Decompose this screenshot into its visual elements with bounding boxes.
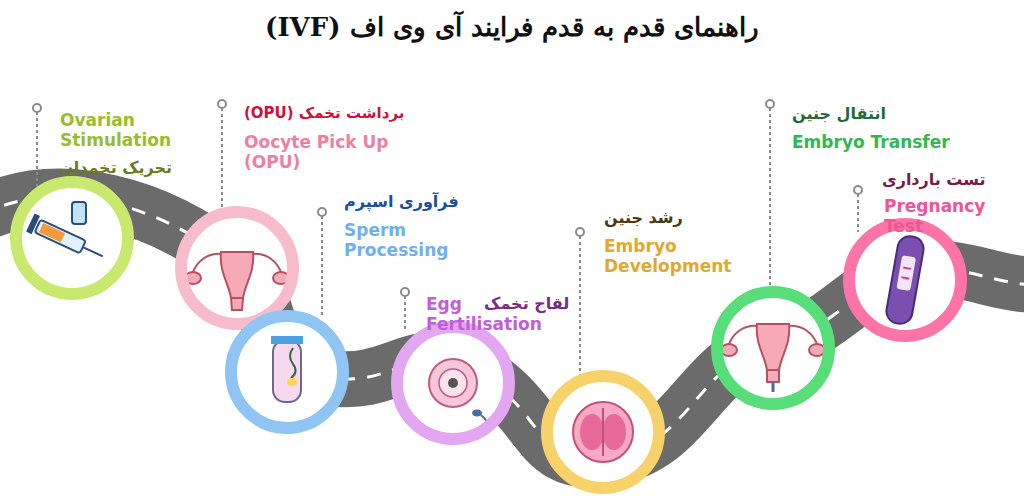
test-tube-icon xyxy=(271,336,303,402)
step-label-en: Sperm Processing xyxy=(344,220,494,261)
step-label-fa: لقاح تخمک xyxy=(484,294,569,313)
step-label-en: Oocyte Pick Up (OPU) xyxy=(244,132,434,173)
egg-sperm-icon xyxy=(429,359,487,429)
step-circle: Egg Fertilisationلقاح تخمک xyxy=(391,321,515,445)
step-label-en: Embryo Development xyxy=(604,236,754,277)
step-circle: Ovarian Stimulationتحریک تخمدان xyxy=(10,176,134,300)
step-circle: فرآوری اسپرمSperm Processing xyxy=(225,310,349,434)
uterus-transfer-icon xyxy=(721,324,825,392)
road-marking xyxy=(0,197,1024,460)
step-label-fa: رشد جنین xyxy=(604,208,683,227)
embryo-icon xyxy=(573,402,633,462)
step-circle: تست بارداریPregnancy Test xyxy=(843,218,967,342)
step-label-fa: تحریک تخمدان xyxy=(60,158,172,177)
step-label-en: Ovarian Stimulation xyxy=(60,110,210,151)
step-circle: رشد جنینEmbryo Development xyxy=(541,370,665,494)
step-label-en: Embryo Transfer xyxy=(792,132,950,152)
uterus-icon xyxy=(185,252,289,310)
step-label-fa: برداشت تخمک (OPU) xyxy=(244,104,404,122)
step-label-fa: تست بارداری xyxy=(882,170,986,189)
step-circle: انتقال جنینEmbryo Transfer xyxy=(711,286,835,410)
pregnancy-test-icon xyxy=(885,234,926,325)
syringe-icon xyxy=(26,184,121,265)
circle-fills xyxy=(16,182,961,488)
step-label-fa: فرآوری اسپرم xyxy=(344,192,459,211)
road xyxy=(0,197,1024,460)
step-label-fa: انتقال جنین xyxy=(792,104,886,123)
diagram-title: راهنمای قدم به قدم فرایند آی وی اف (IVF) xyxy=(0,12,1024,42)
step-label-en: Pregnancy Test xyxy=(884,196,1004,237)
